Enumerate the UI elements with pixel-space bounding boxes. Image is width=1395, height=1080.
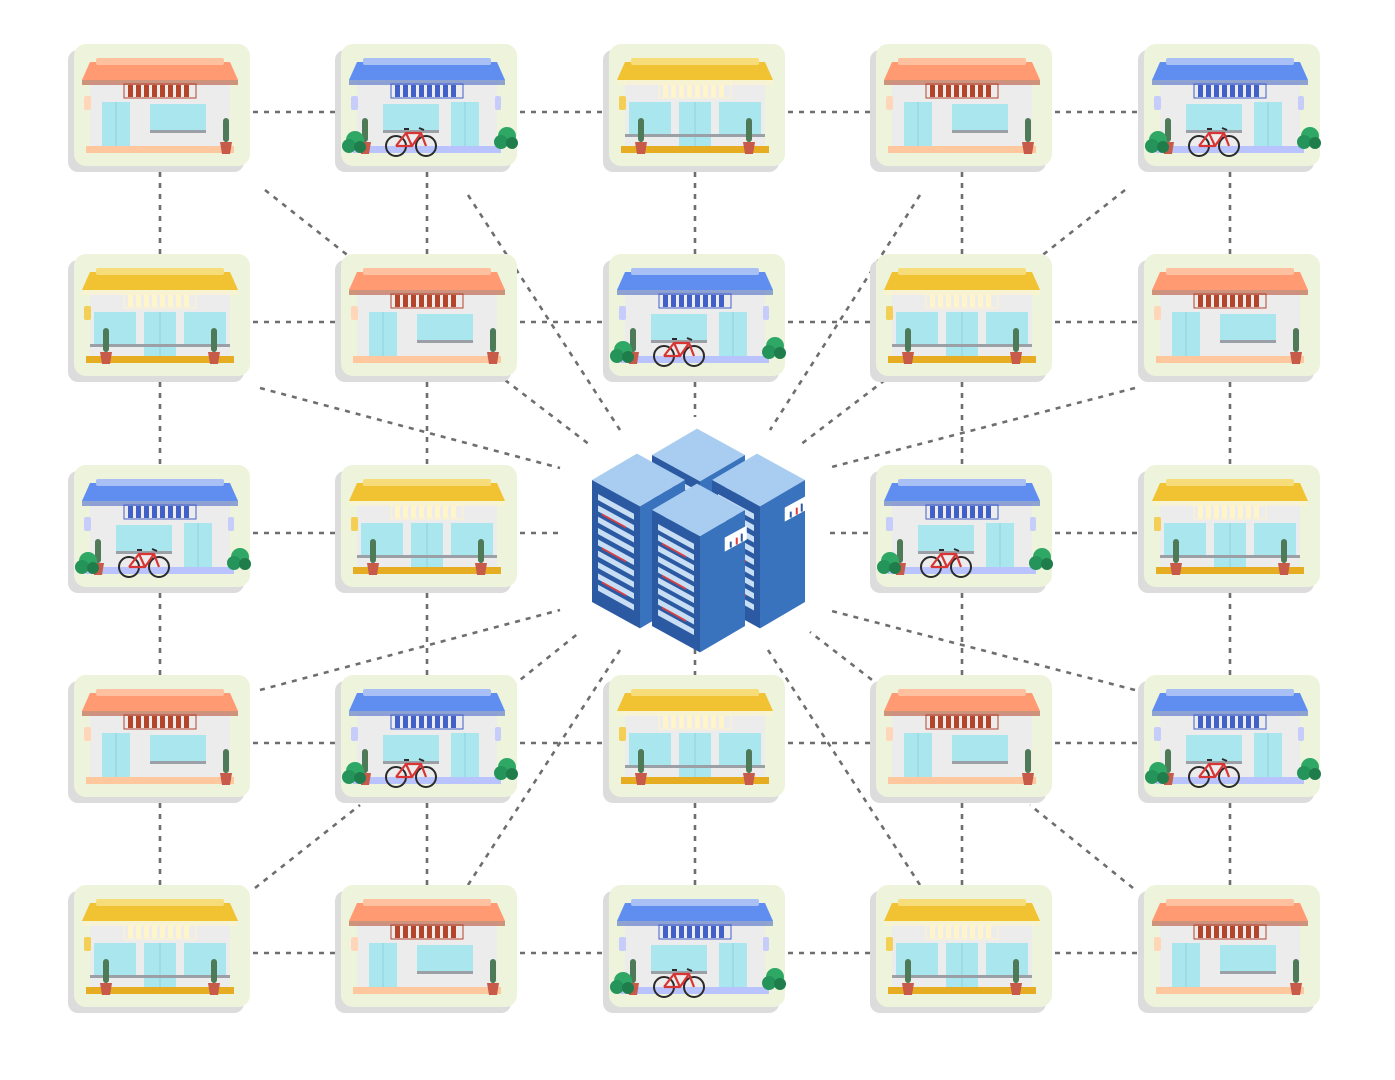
storefront-icon-orange bbox=[870, 675, 1052, 803]
connector-line bbox=[264, 188, 361, 267]
storefront-icon-orange bbox=[68, 44, 250, 172]
storefront-icon-orange bbox=[335, 254, 517, 382]
connector-line bbox=[799, 378, 886, 447]
connector-line bbox=[494, 630, 581, 702]
storefront-icon-yellow bbox=[870, 254, 1052, 382]
storefront-icon-yellow bbox=[870, 885, 1052, 1013]
storefront-icon-orange bbox=[68, 675, 250, 803]
connector-line bbox=[827, 608, 1136, 692]
storefront-icon-yellow bbox=[68, 885, 250, 1013]
storefront-icon-blue bbox=[603, 254, 786, 382]
storefront-icon-yellow bbox=[1138, 465, 1320, 593]
connector-line bbox=[466, 194, 622, 431]
connector-line bbox=[466, 649, 622, 886]
connector-line bbox=[259, 386, 561, 470]
store-layer bbox=[68, 44, 1321, 1013]
storefront-icon-blue bbox=[335, 44, 518, 172]
connector-line bbox=[768, 194, 922, 431]
storefront-icon-yellow bbox=[68, 254, 250, 382]
connector-line bbox=[766, 649, 922, 886]
storefront-icon-blue bbox=[335, 675, 518, 803]
storefront-icon-orange bbox=[1138, 885, 1320, 1013]
storefront-icon-yellow bbox=[335, 465, 517, 593]
storefront-icon-blue bbox=[68, 465, 251, 593]
connector-line bbox=[1029, 803, 1134, 890]
connector-layer bbox=[158, 110, 1232, 955]
storefront-icon-blue bbox=[1138, 44, 1321, 172]
server-rack-unit bbox=[652, 483, 747, 653]
connector-line bbox=[809, 630, 899, 702]
storefront-icon-orange bbox=[335, 885, 517, 1013]
connector-line bbox=[827, 386, 1136, 470]
storefront-icon-yellow bbox=[603, 675, 785, 803]
storefront-icon-orange bbox=[1138, 254, 1320, 382]
connector-line bbox=[1029, 188, 1126, 267]
connector-line bbox=[504, 378, 591, 447]
storefront-icon-yellow bbox=[603, 44, 785, 172]
storefront-icon-blue bbox=[870, 465, 1053, 593]
storefront-icon-blue bbox=[603, 885, 786, 1013]
connector-line bbox=[254, 803, 361, 890]
connector-line bbox=[259, 608, 561, 692]
storefront-icon-blue bbox=[1138, 675, 1321, 803]
storefront-icon-orange bbox=[870, 44, 1052, 172]
server-rack-icon bbox=[592, 428, 807, 653]
